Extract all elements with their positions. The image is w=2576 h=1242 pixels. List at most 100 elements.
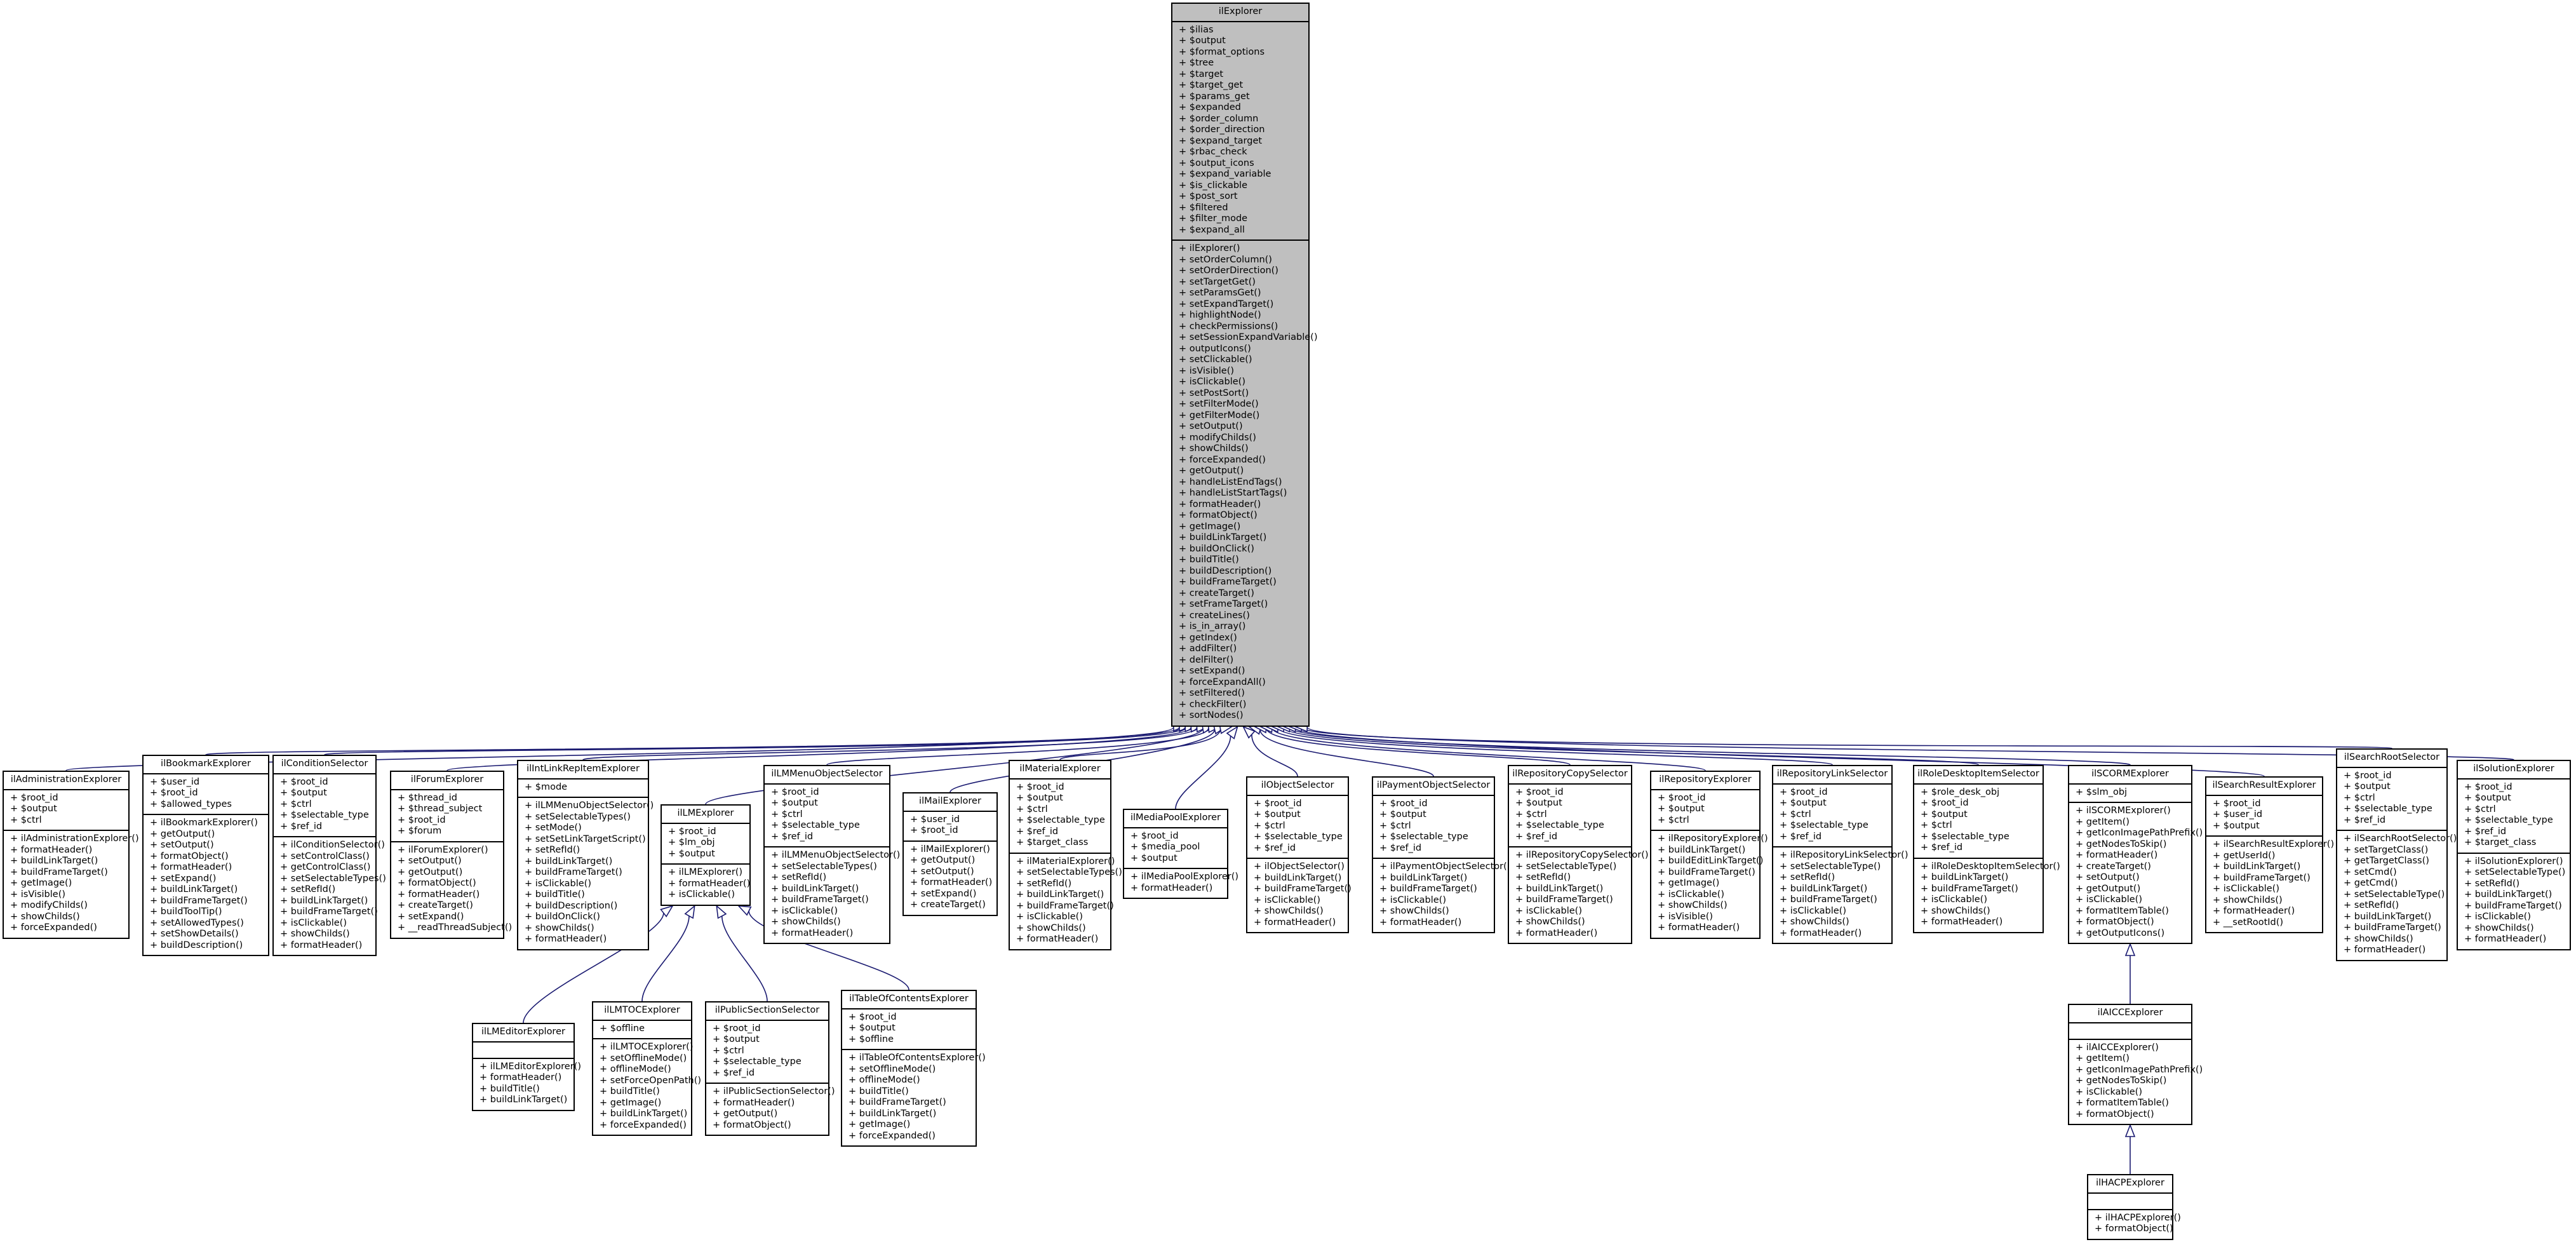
class-method: + showChilds() [2344,933,2413,944]
class-method: + highlightNode() [1179,310,1261,320]
class-method: + formatHeader() [1130,882,1213,893]
class-method: + forceExpanded() [600,1119,687,1130]
class-method: + buildOnClick() [1179,543,1254,554]
class-ilLMMenuObjectSelector[interactable]: ilLMMenuObjectSelector + $root_id+ $outp… [763,765,900,944]
method-list: + ilRepositoryCopySelector()+ setSelecta… [1509,846,1649,943]
class-title: ilPublicSectionSelector [714,1005,820,1015]
class-attribute: + $output [1921,809,1968,820]
inheritance-line [748,910,909,990]
class-ilForumExplorer[interactable]: ilForumExplorer + $thread_id+ $thread_su… [390,771,512,939]
class-ilSCORMExplorer[interactable]: ilSCORMExplorer + $slm_obj + ilSCORMExpl… [2068,765,2203,944]
class-attribute: + $role_desk_obj [1921,786,2000,797]
class-method: + setParamsGet() [1179,288,1261,298]
class-method: + setSelectableTypes() [1016,867,1122,877]
class-method: + getTargetClass() [2344,856,2429,866]
class-ilExplorer[interactable]: ilExplorer + $ilias+ $output+ $format_op… [1171,3,1318,727]
class-title: ilRoleDesktopItemSelector [1917,769,2039,779]
class-method: + buildLinkTarget() [1515,883,1604,894]
class-method: + ilHACPExplorer() [2095,1212,2181,1223]
class-ilAICCExplorer[interactable]: ilAICCExplorer + ilAICCExplorer()+ getIt… [2068,1004,2203,1125]
class-attribute: + $output [1379,809,1426,820]
class-method: + ilPublicSectionSelector() [713,1086,835,1097]
inheritance-line [324,726,1186,755]
class-method: + isClickable() [2076,894,2142,905]
class-ilLMEditorExplorer[interactable]: ilLMEditorExplorer + ilLMEditorExplorer(… [472,1023,581,1111]
class-title: ilLMTOCExplorer [604,1005,680,1015]
class-title: ilTableOfContentsExplorer [849,994,969,1004]
class-method: + isClickable() [1179,377,1245,387]
class-method: + formatHeader() [771,928,854,938]
class-method: + getImage() [1179,521,1241,532]
class-method: + formatObject() [398,878,476,888]
class-attribute: + $selectable_type [1254,832,1343,842]
class-ilRepositoryExplorer[interactable]: ilRepositoryExplorer + $root_id+ $output… [1650,771,1768,939]
class-title: ilObjectSelector [1261,780,1334,790]
class-method: + buildDescription() [525,900,618,911]
method-list: + ilPublicSectionSelector()+ formatHeade… [706,1083,835,1135]
class-method: + buildDescription() [150,940,243,950]
class-method: + setOutput() [2076,872,2140,882]
class-ilRepositoryCopySelector[interactable]: ilRepositoryCopySelector + $root_id+ $ou… [1508,765,1649,944]
class-ilBookmarkExplorer[interactable]: ilBookmarkExplorer + $user_id+ $root_id+… [142,755,269,956]
class-ilPaymentObjectSelector[interactable]: ilPaymentObjectSelector + $root_id+ $out… [1372,776,1510,933]
class-method: + setFilterMode() [1179,399,1259,409]
class-method: + isClickable() [525,878,591,889]
class-ilTableOfContentsExplorer[interactable]: ilTableOfContentsExplorer + $root_id+ $o… [841,990,986,1147]
class-method: + getControlClass() [280,862,371,872]
class-attribute: + $thread_subject [398,804,483,814]
attribute-list: + $root_id+ $output+ $ctrl [1651,788,1759,830]
class-method: + showChilds() [1379,906,1449,916]
class-title: ilRepositoryCopySelector [1512,769,1628,779]
class-ilRoleDesktopItemSelector[interactable]: ilRoleDesktopItemSelector + $role_desk_o… [1913,765,2060,933]
class-method: + getOutputIcons() [2076,928,2165,938]
class-ilRepositoryLinkSelector[interactable]: ilRepositoryLinkSelector + $root_id+ $ou… [1772,765,1909,944]
attribute-list: + $root_id+ $output+ $ctrl+ $selectable_… [2458,778,2570,853]
class-ilAdministrationExplorer[interactable]: ilAdministrationExplorer + $root_id+ $ou… [3,771,139,939]
class-method: + formatHeader() [2076,850,2158,860]
class-attribute: + $ctrl [1016,804,1048,814]
class-attribute: + $output_icons [1179,158,1254,168]
attribute-list: + $role_desk_obj+ $root_id+ $output+ $ct… [1914,783,2043,858]
attribute-list: + $root_id+ $output+ $ctrl+ $selectable_… [1509,783,1631,847]
class-method: + formatHeader() [10,844,93,855]
method-list: + ilMailExplorer()+ getOutput()+ setOutp… [904,840,996,915]
attribute-list: + $root_id+ $output+ $ctrl+ $selectable_… [274,773,375,837]
class-ilHACPExplorer[interactable]: ilHACPExplorer + ilHACPExplorer()+ forma… [2087,1174,2181,1240]
class-ilMailExplorer[interactable]: ilMailExplorer + $user_id+ $root_id + il… [902,792,998,916]
class-method: + setAllowedTypes() [150,917,244,928]
class-attribute: + $ctrl [2464,804,2496,814]
class-method: + ilObjectSelector() [1254,861,1345,872]
class-attribute: + $selectable_type [771,820,860,830]
class-attribute: + $ctrl [280,799,312,809]
class-ilObjectSelector[interactable]: ilObjectSelector + $root_id+ $output+ $c… [1246,776,1352,933]
class-method: + setOutput() [398,856,462,866]
method-list: + ilLMMenuObjectSelector()+ setSelectabl… [765,846,900,943]
class-title: ilLMExplorer [677,808,734,818]
class-ilMaterialExplorer[interactable]: ilMaterialExplorer + $root_id+ $output+ … [1009,760,1122,950]
inheritance-arrowhead [2124,1123,2136,1137]
class-attribute: + $ctrl [1658,814,1689,825]
class-ilSearchResultExplorer[interactable]: ilSearchResultExplorer + $root_id+ $user… [2205,776,2334,933]
class-method: + formatHeader() [1016,934,1099,944]
class-attribute: + $output [1179,36,1226,46]
class-method: + buildToolTip() [150,907,222,917]
class-ilIntLinkRepItemExplorer[interactable]: ilIntLinkRepItemExplorer + $mode + ilLMM… [517,760,654,950]
class-method: + formatObject() [713,1119,791,1130]
class-ilSearchRootSelector[interactable]: ilSearchRootSelector + $root_id+ $output… [2336,748,2457,961]
class-ilSolutionExplorer[interactable]: ilSolutionExplorer + $root_id+ $output+ … [2457,760,2571,950]
class-attribute: + $ref_id [280,821,323,832]
class-ilMediaPoolExplorer[interactable]: ilMediaPoolExplorer + $root_id+ $media_p… [1123,809,1238,899]
class-attribute: + $output [849,1023,896,1033]
class-ilLMTOCExplorer[interactable]: ilLMTOCExplorer + $offline + ilLMTOCExpl… [592,1001,701,1136]
class-ilPublicSectionSelector[interactable]: ilPublicSectionSelector + $root_id+ $out… [705,1001,835,1136]
class-ilConditionSelector[interactable]: ilConditionSelector + $root_id+ $output+… [272,755,386,956]
class-attribute: + $output [2344,781,2391,792]
class-ilLMExplorer[interactable]: ilLMExplorer + $root_id+ $lm_obj+ $outpu… [661,804,751,906]
class-attribute: + $root_id [398,814,446,825]
class-attribute: + $root_id [910,825,958,835]
class-method: + getItem() [2076,1053,2130,1063]
class-attribute: + $root_id [150,788,198,798]
class-method: + getNodesToSkip() [2076,839,2167,849]
class-method: + ilSCORMExplorer() [2076,806,2171,816]
class-attribute: + $root_id [10,792,58,803]
